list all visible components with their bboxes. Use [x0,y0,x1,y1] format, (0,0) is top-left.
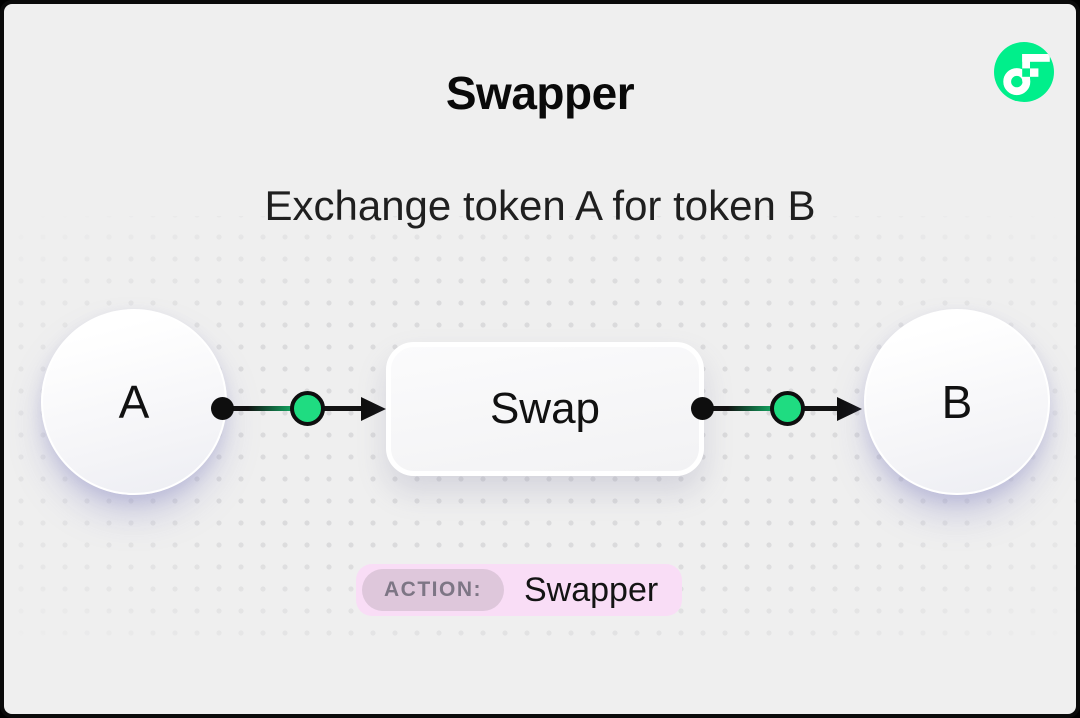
connector-swap-b-line2 [788,406,838,411]
action-badge-label: ACTION: [362,569,504,611]
page-subtitle: Exchange token A for token B [264,182,816,229]
node-token-b-label: B [941,376,973,428]
node-token-b: B [864,309,1050,495]
connector-swap-b-start-dot [691,397,714,420]
node-token-a: A [41,309,227,495]
connector-a-swap-arrowhead-icon [361,396,386,421]
connector-a-swap-green-node [290,391,325,426]
flow-logo-icon [994,42,1054,102]
page-title: Swapper [445,67,635,119]
action-badge-value: Swapper [524,570,659,609]
connector-a-swap-line [222,406,308,411]
connector-swap-b-green-node [770,391,805,426]
connector-swap-b-line [702,406,788,411]
node-token-a-label: A [118,376,150,428]
node-swap-label: Swap [489,384,601,433]
action-badge: ACTION: Swapper [356,564,683,616]
connector-a-swap-start-dot [211,397,234,420]
node-swap: Swap [386,342,704,476]
connector-a-swap-line2 [308,406,363,411]
connector-swap-b-arrowhead-icon [837,396,862,421]
